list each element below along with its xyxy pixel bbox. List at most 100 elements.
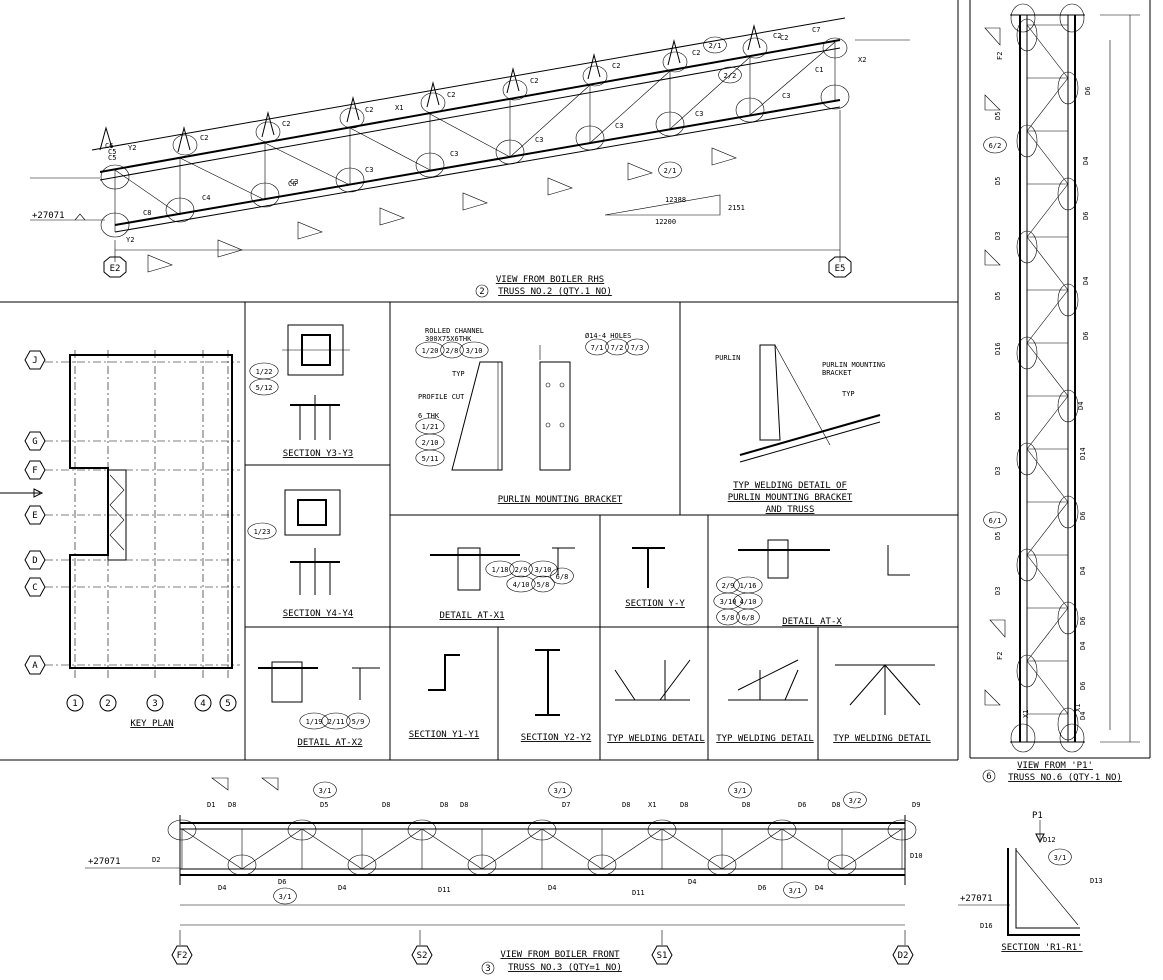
bottom-top-tag-D1: D1 bbox=[207, 801, 215, 809]
top-tag-C4: C4 bbox=[202, 194, 210, 202]
key-plan-title: KEY PLAN bbox=[130, 719, 173, 729]
purlin-tag-5-11: 5/11 bbox=[422, 455, 439, 463]
dx1-tag-1-18-bubble bbox=[485, 560, 515, 578]
bottom-grid-F2-hex bbox=[171, 945, 193, 965]
right-tag-D14: D14 bbox=[1079, 447, 1087, 460]
purlin-bracket-title: PURLIN MOUNTING BRACKET bbox=[498, 495, 623, 505]
section-y3-title: SECTION Y3-Y3 bbox=[283, 449, 353, 459]
bottom-top-tag-D8: D8 bbox=[382, 801, 390, 809]
top-truss-subtitle: TRUSS NO.2 (QTY.1 NO) bbox=[498, 287, 612, 297]
top-tag-C2: C2 bbox=[447, 91, 455, 99]
dx1-tag-5-8-bubble bbox=[531, 575, 555, 593]
key-row-grid-E: E bbox=[32, 511, 37, 521]
bottom-top-tag-D8: D8 bbox=[228, 801, 236, 809]
section-yy-title: SECTION Y-Y bbox=[625, 599, 685, 609]
slope-length: 12388 bbox=[665, 196, 686, 204]
top-tag-C8: C8 bbox=[143, 209, 151, 217]
bottom-top-tag-D7: D7 bbox=[562, 801, 570, 809]
key-row-grid-F: F bbox=[32, 466, 37, 476]
bottom-grid-D2: D2 bbox=[898, 951, 909, 961]
r1-tag-3-1: 3/1 bbox=[1054, 854, 1067, 862]
top-tag-C2: C2 bbox=[282, 120, 290, 128]
top-tag-2-2-bubble bbox=[718, 66, 742, 84]
right-tag-D4: D4 bbox=[1079, 642, 1087, 650]
dx1-tag-6-8: 6/8 bbox=[556, 573, 569, 581]
purlin-tag-1-21: 1/21 bbox=[422, 423, 439, 431]
key-row-grid-C-hex bbox=[24, 577, 46, 597]
top-tag-Y2: Y2 bbox=[128, 144, 136, 152]
bottom-tag-D4: D4 bbox=[548, 884, 556, 892]
top-tag-C5: C5 bbox=[108, 154, 116, 162]
slope-horizontal: 12200 bbox=[655, 218, 676, 226]
text-labels: VIEW FROM BOILER RHS TRUSS NO.2 (QTY.1 N… bbox=[32, 196, 1122, 974]
typ-welding-2-sketch bbox=[728, 659, 808, 701]
purlin-profile: PROFILE CUT bbox=[418, 393, 465, 401]
detail-x-title: DETAIL AT-X bbox=[782, 617, 842, 627]
right-tag-D6: D6 bbox=[1082, 332, 1090, 340]
top-tag-X1: X1 bbox=[395, 104, 403, 112]
section-y2-sketch bbox=[535, 649, 560, 716]
bottom-top-tag-D8: D8 bbox=[440, 801, 448, 809]
top-tag-2-1: 2/1 bbox=[664, 167, 677, 175]
top-tag-C6: C6 bbox=[105, 142, 113, 150]
generated-tags: C2C2C2C2C2C2C2C2C2C3C3C3C3C3C3C3C4C5C5C6… bbox=[24, 26, 1103, 965]
key-row-grid-A-hex bbox=[24, 655, 46, 675]
bottom-grid-S2-hex bbox=[411, 945, 433, 965]
right-tag-X1: X1 bbox=[1074, 704, 1082, 712]
r1-tag-D12: D12 bbox=[1043, 836, 1056, 844]
bottom-circle-tag-3-1: 3/1 bbox=[734, 787, 747, 795]
weld-big-bracket-2: BRACKET bbox=[822, 369, 852, 377]
dx2-tag-2-11: 2/11 bbox=[328, 718, 345, 726]
top-tag-Y2: Y2 bbox=[126, 236, 134, 244]
right-tag-D3: D3 bbox=[994, 587, 1002, 595]
right-tag-D16: D16 bbox=[994, 342, 1002, 355]
bottom-circle-tag-3-1: 3/1 bbox=[554, 787, 567, 795]
top-tag-C2: C2 bbox=[200, 134, 208, 142]
bottom-tag-D4: D4 bbox=[218, 884, 226, 892]
top-elevation: +27071 bbox=[32, 211, 65, 221]
purlin-tag-3-10: 3/10 bbox=[466, 347, 483, 355]
section-y4-sketch bbox=[284, 489, 341, 595]
right-tag-F2: F2 bbox=[996, 652, 1004, 660]
truss-no6-elevation bbox=[982, 3, 1140, 783]
key-row-grid-J-hex bbox=[24, 350, 46, 370]
key-plan-drawing bbox=[0, 350, 240, 680]
bottom-truss-subtitle: TRUSS NO.3 (QTY=1 NO) bbox=[508, 963, 622, 973]
dx2-tag-5-9-bubble bbox=[346, 712, 370, 730]
weld-3-title: TYP WELDING DETAIL bbox=[833, 734, 931, 744]
right-tag-D5: D5 bbox=[994, 292, 1002, 300]
right-tag-D5: D5 bbox=[994, 532, 1002, 540]
dx1-tag-2-9: 2/9 bbox=[515, 566, 528, 574]
section-y2-title: SECTION Y2-Y2 bbox=[521, 733, 591, 743]
bottom-top-tag-D8: D8 bbox=[742, 801, 750, 809]
dx1-tag-5-8: 5/8 bbox=[537, 581, 550, 589]
bottom-circle-tag-3-1-bubble bbox=[728, 781, 752, 799]
purlin-typ: TYP bbox=[452, 370, 465, 378]
right-tag-6-2-bubble bbox=[983, 136, 1007, 154]
section-y1-title: SECTION Y1-Y1 bbox=[409, 730, 479, 740]
purlin-holes: Ø14-4 HOLES bbox=[585, 332, 631, 340]
section-r1-elevation: +27071 bbox=[960, 894, 993, 904]
bottom-tag-D4: D4 bbox=[688, 878, 696, 886]
dx-tag-5-8-bubble bbox=[716, 608, 740, 626]
dx-tag-5-8: 5/8 bbox=[722, 614, 735, 622]
top-truss-title: VIEW FROM BOILER RHS bbox=[496, 275, 604, 285]
weld-big-purlin: PURLIN bbox=[715, 354, 740, 362]
detail-x1-sketch bbox=[430, 547, 575, 591]
dx-tag-3-10: 3/10 bbox=[720, 598, 737, 606]
right-truss-subtitle: TRUSS NO.6 (QTY-1 NO) bbox=[1008, 773, 1122, 783]
dx-tag-2-9: 2/9 bbox=[722, 582, 735, 590]
dx1-tag-6-8-bubble bbox=[550, 567, 574, 585]
detail-x2-title: DETAIL AT-X2 bbox=[297, 738, 362, 748]
key-col-grid-4: 4 bbox=[200, 699, 205, 709]
bottom-grid-D2-hex bbox=[892, 945, 914, 965]
right-tag-D6: D6 bbox=[1082, 212, 1090, 220]
right-tag-D4: D4 bbox=[1079, 712, 1087, 720]
r1-tag-3-1-bubble bbox=[1048, 848, 1072, 866]
typ-welding-3-sketch bbox=[835, 664, 935, 715]
right-tag-D4: D4 bbox=[1082, 157, 1090, 165]
purlin-tag-7-3-bubble bbox=[625, 338, 649, 356]
purlin-tag-7-2: 7/2 bbox=[611, 344, 624, 352]
bottom-grid-F2: F2 bbox=[177, 951, 188, 961]
right-tag-6-1-bubble bbox=[983, 511, 1007, 529]
